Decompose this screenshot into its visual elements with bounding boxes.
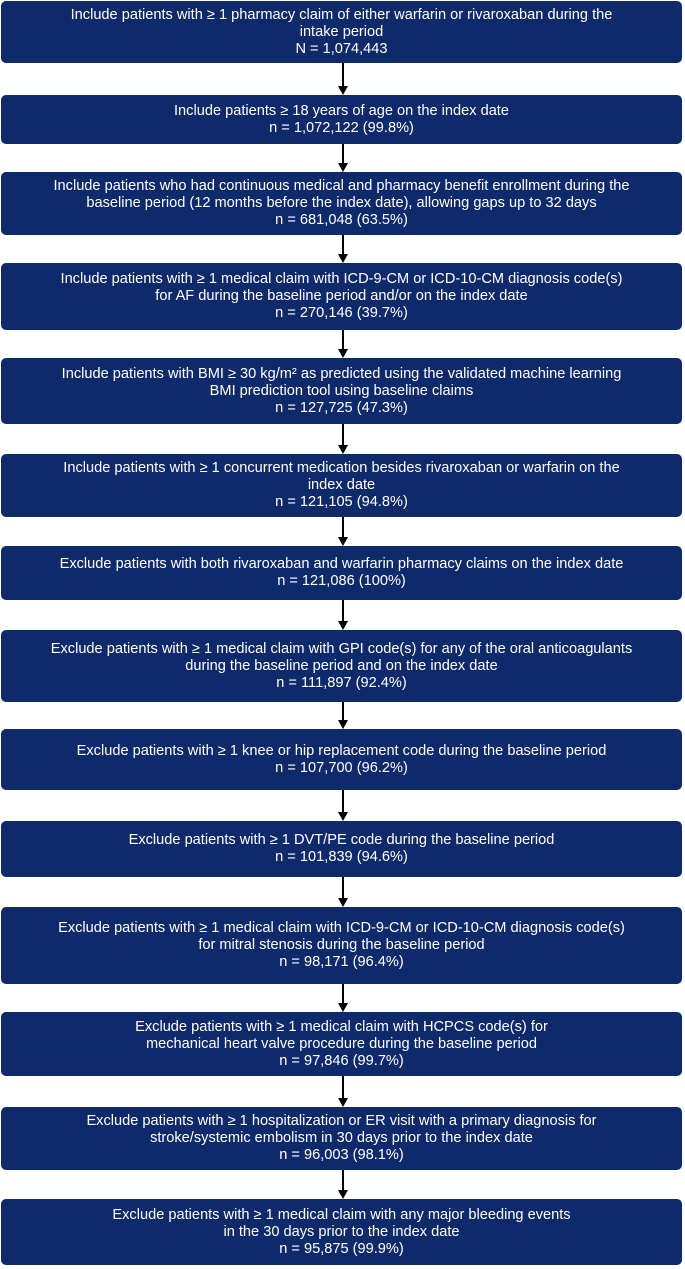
arrow-head-icon (338, 720, 348, 729)
flow-step-box: Exclude patients with ≥ 1 hospitalizatio… (1, 1107, 682, 1170)
step-criterion-text: during the baseline period and on the in… (185, 657, 498, 674)
flow-step-box: Include patients with ≥ 1 concurrent med… (1, 454, 682, 517)
flow-step-box: Include patients who had continuous medi… (1, 172, 682, 235)
step-criterion-text: Exclude patients with ≥ 1 hospitalizatio… (86, 1113, 597, 1129)
step-criterion-text: Include patients who had continuous medi… (53, 178, 630, 194)
step-criterion-text: for mitral stenosis during the baseline … (198, 937, 485, 953)
flow-step-box: Exclude patients with ≥ 1 medical claim … (1, 907, 682, 984)
arrow-head-icon (338, 163, 348, 172)
step-patient-count: n = 1,072,122 (99.8%) (269, 119, 414, 136)
step-patient-count: n = 111,897 (92.4%) (276, 674, 407, 691)
step-criterion-text: intake period (299, 23, 384, 40)
flow-step-box: Include patients ≥ 18 years of age on th… (1, 95, 682, 144)
step-patient-count: n = 127,725 (47.3%) (275, 399, 408, 416)
step-criterion-text: mechanical heart valve procedure during … (145, 1035, 538, 1052)
arrow-head-icon (338, 621, 348, 630)
step-criterion-text: stroke/systemic embolism in 30 days prio… (150, 1130, 533, 1146)
step-criterion-text: Exclude patients with ≥ 1 DVT/PE code du… (128, 832, 555, 848)
step-patient-count: n = 101,839 (94.6%) (275, 849, 408, 865)
arrow-head-icon (338, 86, 348, 95)
step-patient-count: n = 95,875 (99.9%) (279, 1240, 404, 1257)
flow-step-box: Exclude patients with ≥ 1 medical claim … (1, 630, 682, 702)
arrow-shaft (342, 984, 344, 1004)
arrow-head-icon (338, 445, 348, 454)
step-patient-count: n = 270,146 (39.7%) (275, 305, 408, 321)
arrow-head-icon (338, 1190, 348, 1199)
arrow-shaft (342, 235, 344, 255)
arrow-shaft (342, 144, 344, 164)
step-criterion-text: Exclude patients with ≥ 1 medical claim … (135, 1018, 548, 1035)
step-patient-count: n = 681,048 (63.5%) (275, 212, 408, 228)
arrow-shaft (342, 1076, 344, 1099)
step-criterion-text: in the 30 days prior to the index date (223, 1223, 460, 1240)
arrow-head-icon (338, 349, 348, 358)
flow-step-box: Exclude patients with both rivaroxaban a… (1, 546, 682, 600)
step-criterion-text: Include patients with BMI ≥ 30 kg/m² as … (61, 365, 622, 382)
step-patient-count: n = 107,700 (96.2%) (275, 759, 408, 776)
step-patient-count: n = 121,086 (100%) (277, 573, 406, 589)
flow-step-box: Include patients with ≥ 1 medical claim … (1, 263, 682, 330)
arrow-shaft (342, 63, 344, 87)
step-patient-count: n = 96,003 (98.1%) (279, 1147, 404, 1163)
arrow-shaft (342, 790, 344, 813)
flow-step-box: Include patients with ≥ 1 pharmacy claim… (1, 1, 682, 63)
step-criterion-text: for AF during the baseline period and/or… (155, 288, 528, 304)
arrow-shaft (342, 702, 344, 721)
arrow-head-icon (338, 537, 348, 546)
arrow-shaft (342, 424, 344, 446)
flow-step-box: Exclude patients with ≥ 1 medical claim … (1, 1199, 682, 1265)
arrow-shaft (342, 600, 344, 622)
arrow-head-icon (338, 1003, 348, 1012)
flow-step-box: Exclude patients with ≥ 1 DVT/PE code du… (1, 821, 682, 877)
arrow-head-icon (338, 812, 348, 821)
step-criterion-text: Exclude patients with ≥ 1 medical claim … (50, 640, 633, 657)
flow-step-box: Exclude patients with ≥ 1 knee or hip re… (1, 729, 682, 790)
arrow-shaft (342, 517, 344, 538)
flow-step-box: Exclude patients with ≥ 1 medical claim … (1, 1012, 682, 1076)
step-criterion-text: Include patients with ≥ 1 medical claim … (60, 271, 623, 287)
step-patient-count: n = 97,846 (99.7%) (279, 1052, 404, 1069)
arrow-shaft (342, 877, 344, 899)
step-patient-count: n = 121,105 (94.8%) (275, 494, 408, 510)
step-criterion-text: Exclude patients with ≥ 1 medical claim … (58, 920, 625, 936)
arrow-shaft (342, 1170, 344, 1191)
step-criterion-text: Include patients with ≥ 1 pharmacy claim… (70, 6, 613, 23)
flow-step-box: Include patients with BMI ≥ 30 kg/m² as … (1, 358, 682, 424)
step-criterion-text: Include patients ≥ 18 years of age on th… (174, 102, 509, 119)
step-criterion-text: index date (307, 477, 376, 493)
step-criterion-text: Exclude patients with both rivaroxaban a… (59, 556, 624, 572)
arrow-head-icon (338, 898, 348, 907)
arrow-head-icon (338, 1098, 348, 1107)
step-patient-count: n = 98,171 (96.4%) (279, 954, 404, 970)
step-patient-count: N = 1,074,443 (295, 40, 388, 57)
arrow-shaft (342, 330, 344, 350)
arrow-head-icon (338, 254, 348, 263)
step-criterion-text: baseline period (12 months before the in… (86, 195, 597, 211)
step-criterion-text: Exclude patients with ≥ 1 knee or hip re… (76, 742, 607, 759)
step-criterion-text: BMI prediction tool using baseline claim… (209, 382, 474, 399)
step-criterion-text: Include patients with ≥ 1 concurrent med… (63, 460, 620, 476)
step-criterion-text: Exclude patients with ≥ 1 medical claim … (112, 1206, 571, 1223)
